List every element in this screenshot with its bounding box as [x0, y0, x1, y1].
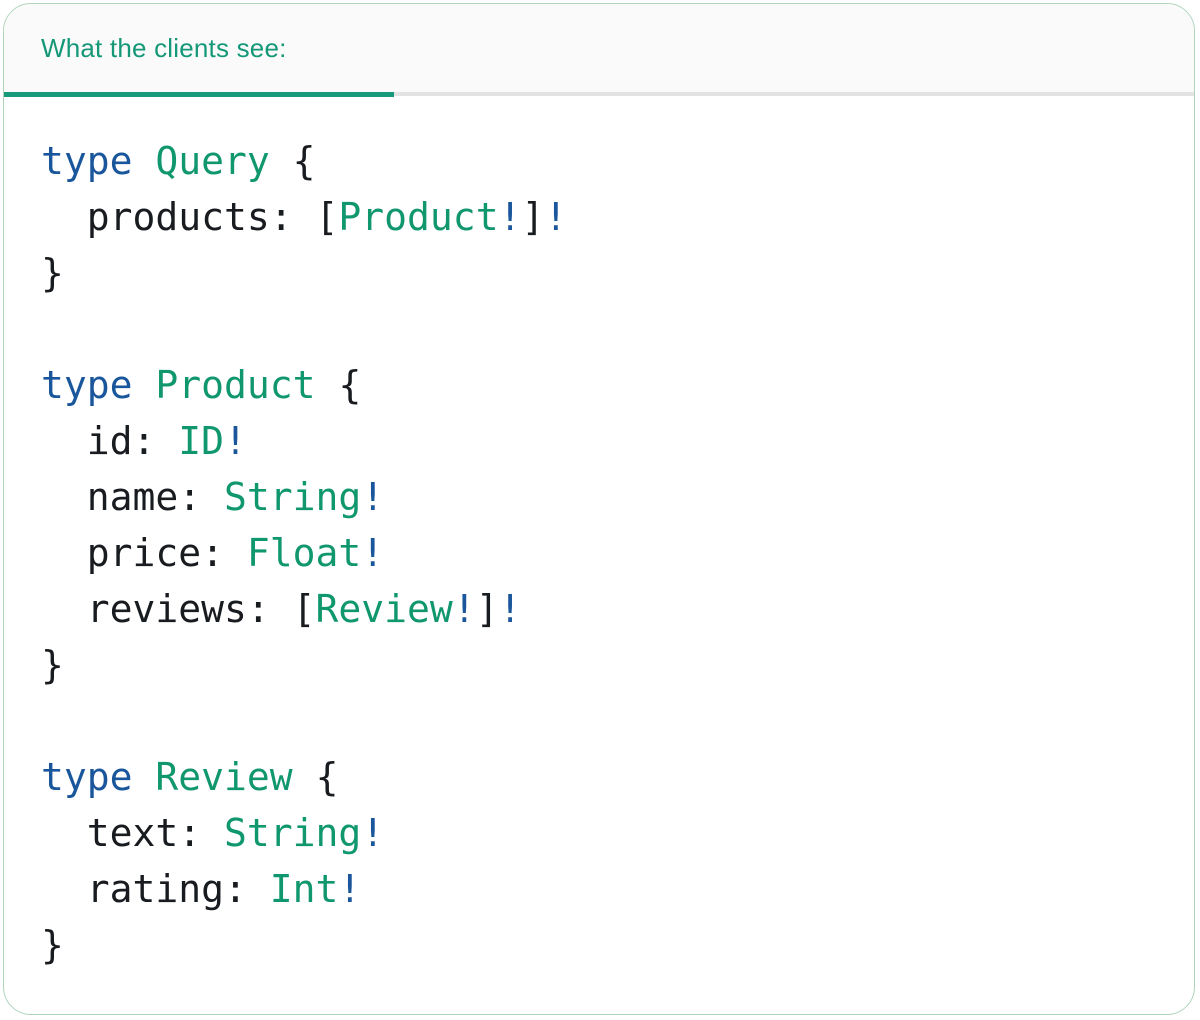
code-line: products: [Product!]!	[41, 195, 568, 239]
code-line: }	[41, 251, 64, 295]
tab-what-clients-see[interactable]: What the clients see:	[4, 33, 287, 64]
code-line: type Review {	[41, 755, 339, 799]
code-line: name: String!	[41, 475, 385, 519]
tab-bar: What the clients see:	[4, 4, 1194, 92]
code-line	[41, 693, 1164, 749]
code-line: id: ID!	[41, 419, 247, 463]
code-line	[41, 301, 1164, 357]
tab-underline-row	[4, 92, 1194, 97]
code-line: text: String!	[41, 811, 385, 855]
code-line: type Product {	[41, 363, 362, 407]
code-line: type Query {	[41, 139, 316, 183]
tab-divider-line	[394, 92, 1194, 96]
code-line: rating: Int!	[41, 867, 362, 911]
code-line: price: Float!	[41, 531, 385, 575]
graphql-schema-code: type Query { products: [Product!]!} type…	[4, 97, 1194, 973]
code-line: reviews: [Review!]!	[41, 587, 522, 631]
code-line: }	[41, 643, 64, 687]
active-tab-indicator	[4, 92, 394, 97]
tab-label: What the clients see:	[41, 32, 287, 63]
code-line: }	[41, 923, 64, 967]
code-sample-card: What the clients see: type Query { produ…	[3, 3, 1195, 1015]
